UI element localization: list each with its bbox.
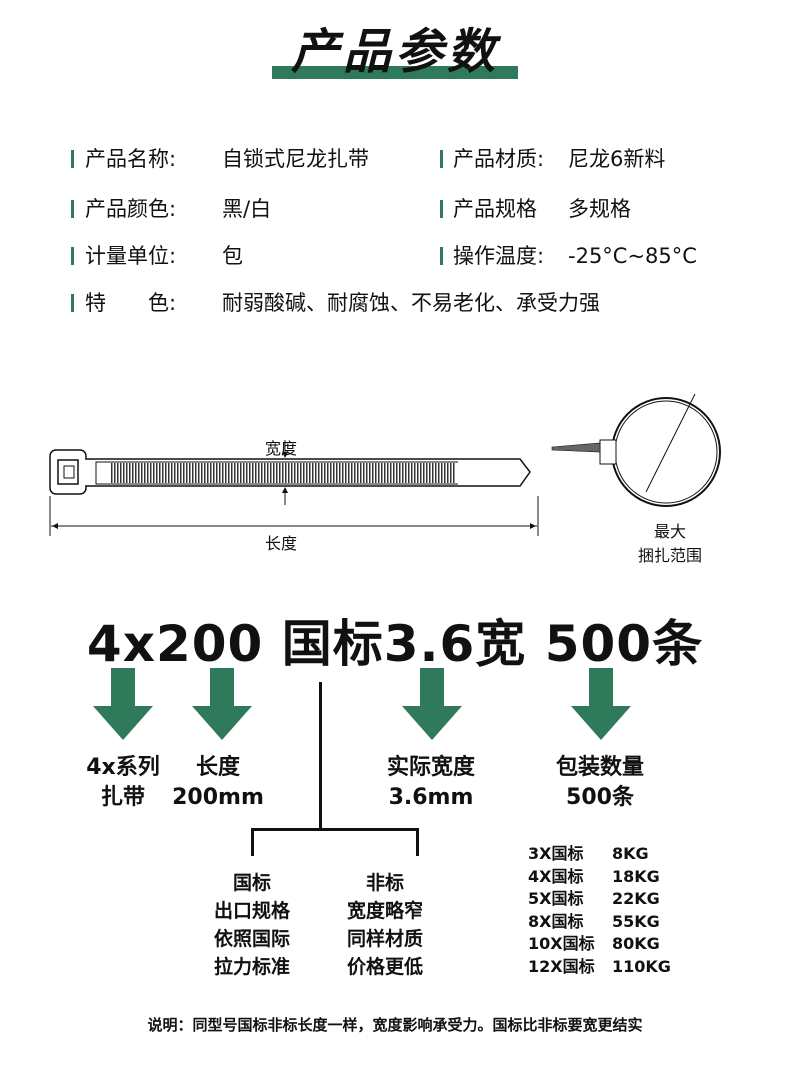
spec-cell: 12X国标 [528,956,595,976]
table-row: 10X国标 80KG [528,933,671,956]
spec-bar [440,200,443,218]
connector-line [251,828,419,831]
breakdown-quantity: 包装数量 500条 [535,753,665,813]
value-cell: 18KG [612,866,660,886]
value-cell: 55KG [612,911,660,931]
standard-column: 国标 出口规格 依照国际 拉力标准 [192,869,312,981]
breakdown-line: 长度 [195,755,240,780]
spec-value: 多规格 [568,197,631,221]
table-row: 12X国标 110KG [528,956,671,979]
nonstandard-column: 非标 宽度略窄 同样材质 价格更低 [325,869,445,981]
length-label: 长度 [265,534,298,553]
spec-value: 包 [222,244,243,268]
cable-tie-diagram [49,393,721,536]
footer-note: 说明：同型号国标非标长度一样，宽度影响承受力。国标比非标要宽更结实 [147,1016,643,1034]
spec-bar [71,200,74,218]
breakdown-line: 3.6mm [388,785,474,810]
max-range-label: 捆扎范围 [637,546,702,565]
spec-cell: 5X国标 [528,889,584,908]
spec-label: 产品材质: [453,147,545,171]
breakdown-line: 500条 [566,785,634,810]
spec-value: 自锁式尼龙扎带 [222,147,369,171]
connector-line [416,828,419,856]
spec-bar [71,294,74,312]
spec-label: 产品颜色: [85,197,177,221]
width-label: 宽度 [265,439,298,458]
spec-value: 黑/白 [222,197,272,221]
value-cell: 110KG [612,956,671,976]
table-row: 5X国标 22KG [528,888,671,911]
table-row: 8X国标 55KG [528,911,671,934]
standard-line: 出口规格 [213,900,290,922]
spec-label: 计量单位: [85,244,177,268]
spec-cell: 3X国标 [528,844,584,863]
breakdown-line: 扎带 [100,785,145,810]
spec-bar [71,150,74,168]
down-arrow-icon [571,668,631,740]
page-title: 产品参数 [290,24,499,80]
breakdown-line: 4x系列 [86,755,160,780]
down-arrow-icon [192,668,252,740]
tension-table: 3X国标 8KG 4X国标 18KG 5X国标 22KG 8X国标 55KG 10X国标… [528,843,671,978]
spec-label: 操作温度: [453,244,545,268]
nonstandard-line: 价格更低 [346,956,423,978]
value-cell: 8KG [612,844,649,863]
standard-title: 国标 [232,872,271,894]
spec-cell: 10X国标 [528,934,595,953]
breakdown-line: 200mm [172,785,264,810]
breakdown-line: 实际宽度 [386,755,475,780]
table-row: 3X国标 8KG [528,843,671,866]
nonstandard-line: 宽度略窄 [346,900,423,922]
spec-cell: 8X国标 [528,911,584,931]
spec-label: 产品名称: [85,147,177,171]
breakdown-length: 长度 200mm [158,753,278,813]
spec-bar [440,150,443,168]
value-cell: 22KG [612,889,660,908]
spec-value: 尼龙6新料 [568,147,666,171]
max-range-label: 最大 [653,522,686,541]
breakdown-series: 4x系列扎带 [63,753,183,813]
model-code: 4x200 国标3.6宽 500条 [86,615,704,673]
spec-value: 耐弱酸碱、耐腐蚀、不易老化、承受力强 [222,291,600,315]
table-row: 4X国标 18KG [528,866,671,889]
nonstandard-line: 同样材质 [346,928,423,950]
standard-line: 拉力标准 [213,956,290,978]
spec-bar [440,247,443,265]
spec-cell: 4X国标 [528,866,584,886]
spec-label: 特 色: [85,291,177,315]
breakdown-width: 实际宽度 3.6mm [366,753,496,813]
spec-value: -25°C~85°C [568,244,697,268]
standard-line: 依照国际 [213,928,290,950]
down-arrow-icon [93,668,153,740]
connector-line [319,682,322,830]
spec-bar [71,247,74,265]
connector-line [251,828,254,856]
value-cell: 80KG [612,934,660,953]
nonstandard-title: 非标 [365,872,404,894]
down-arrow-icon [402,668,462,740]
title-underline [272,66,518,79]
breakdown-line: 包装数量 [555,755,644,780]
spec-label: 产品规格 [453,197,537,221]
